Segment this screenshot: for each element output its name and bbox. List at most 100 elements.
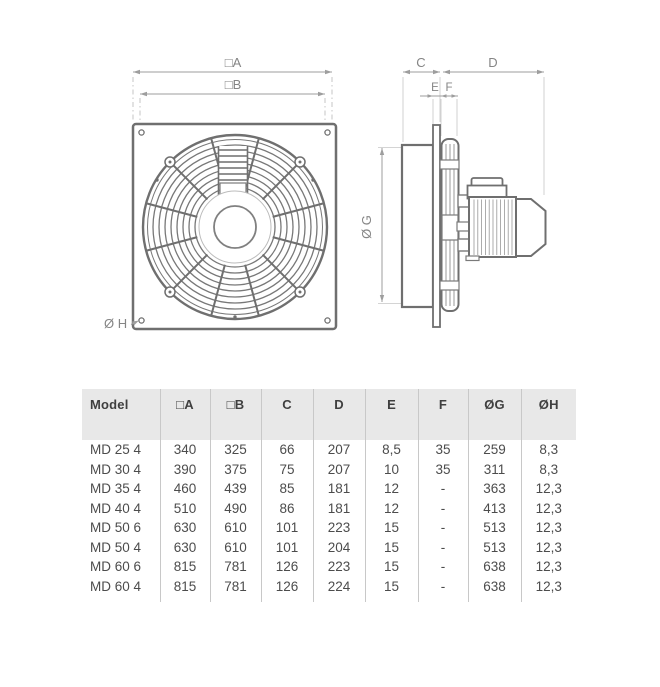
value-cell: 207 <box>312 440 365 460</box>
dim-g-label: Ø G <box>359 215 374 239</box>
motor <box>456 177 547 262</box>
value-cell: 12,3 <box>520 557 576 577</box>
value-cell: 638 <box>467 557 521 577</box>
value-cell: 126 <box>260 576 313 596</box>
value-cell: 815 <box>159 557 210 577</box>
value-cell: 311 <box>467 459 521 479</box>
value-cell: 204 <box>312 537 365 557</box>
fan-hub <box>198 146 272 264</box>
corner-hole <box>324 317 331 324</box>
motor-end-cap <box>515 198 547 257</box>
model-cell: MD 40 4 <box>90 500 142 516</box>
table-divider-extension <box>82 596 576 602</box>
value-cell: 86 <box>260 498 313 518</box>
value-cell: 181 <box>312 498 365 518</box>
col-header-3: C <box>260 389 313 440</box>
motor-foot <box>465 255 480 262</box>
dim-h-label: Ø H <box>104 316 127 331</box>
value-cell: 259 <box>467 440 521 460</box>
spacer-cell <box>260 596 313 602</box>
value-cell: 513 <box>467 518 521 538</box>
motor-ribs <box>473 199 513 255</box>
value-cell: 15 <box>364 557 418 577</box>
value-cell: 340 <box>159 440 210 460</box>
spacer-cell <box>159 596 210 602</box>
dim-d-label: D <box>488 55 497 70</box>
spacer-cell <box>417 596 468 602</box>
value-cell: 85 <box>260 479 313 499</box>
value-cell: 35 <box>417 459 468 479</box>
value-cell: 15 <box>364 537 418 557</box>
motor-flange <box>457 238 470 252</box>
value-cell: 12,3 <box>520 576 576 596</box>
model-cell: MD 50 4 <box>90 539 142 555</box>
model-cell: MD 60 6 <box>90 559 142 574</box>
value-cell: 101 <box>260 537 313 557</box>
value-cell: 8,3 <box>520 440 576 460</box>
value-cell: 12,3 <box>520 479 576 499</box>
value-cell: 781 <box>209 576 261 596</box>
spacer-cell <box>364 596 418 602</box>
value-cell: 8,3 <box>520 459 576 479</box>
front-view: □A □B <box>104 55 338 331</box>
value-cell: 513 <box>467 537 521 557</box>
corner-hole <box>324 129 331 136</box>
value-cell: - <box>417 479 468 499</box>
value-cell: 12,3 <box>520 518 576 538</box>
value-cell: 223 <box>312 557 365 577</box>
dim-c-label: C <box>416 55 425 70</box>
panel-rivet <box>233 315 237 319</box>
value-cell: 207 <box>312 459 365 479</box>
dimension-d <box>443 69 545 195</box>
dim-e-label: E <box>431 82 439 94</box>
value-cell: 12,3 <box>520 537 576 557</box>
value-cell: 630 <box>159 518 210 538</box>
dim-a-label: □A <box>225 55 242 70</box>
guard-side <box>439 138 460 312</box>
value-cell: 638 <box>467 576 521 596</box>
side-view: C D E F <box>359 55 547 328</box>
inlet-duct <box>400 143 435 309</box>
value-cell: 223 <box>312 518 365 538</box>
col-header-1: □A <box>159 389 210 440</box>
value-cell: 12,3 <box>520 498 576 518</box>
value-cell: 35 <box>417 440 468 460</box>
value-cell: 630 <box>159 537 210 557</box>
value-cell: 126 <box>260 557 313 577</box>
dimension-h <box>130 320 139 326</box>
value-cell: 510 <box>159 498 210 518</box>
dimension-c <box>402 69 441 142</box>
model-cell: MD 25 4 <box>90 442 142 457</box>
col-header-0: Model <box>82 389 160 440</box>
value-cell: - <box>417 576 468 596</box>
value-cell: 325 <box>209 440 261 460</box>
spacer-cell <box>312 596 365 602</box>
motor-body <box>468 196 517 258</box>
value-cell: 15 <box>364 518 418 538</box>
value-cell: 224 <box>312 576 365 596</box>
value-cell: 490 <box>209 498 261 518</box>
model-cell: MD 30 4 <box>90 461 142 477</box>
hub-block <box>441 214 459 241</box>
dim-b-label: □B <box>225 77 242 92</box>
guard-bolt <box>439 159 460 170</box>
model-cell: MD 50 6 <box>90 520 142 535</box>
value-cell: 75 <box>260 459 313 479</box>
dimension-ef <box>420 94 458 141</box>
guard-clips <box>164 156 306 298</box>
corner-hole <box>138 317 145 324</box>
panel-rivet <box>311 178 315 182</box>
value-cell: 15 <box>364 576 418 596</box>
value-cell: 12 <box>364 498 418 518</box>
dim-f-label: F <box>445 82 452 94</box>
spacer-cell <box>520 596 576 602</box>
col-header-7: ØG <box>467 389 521 440</box>
